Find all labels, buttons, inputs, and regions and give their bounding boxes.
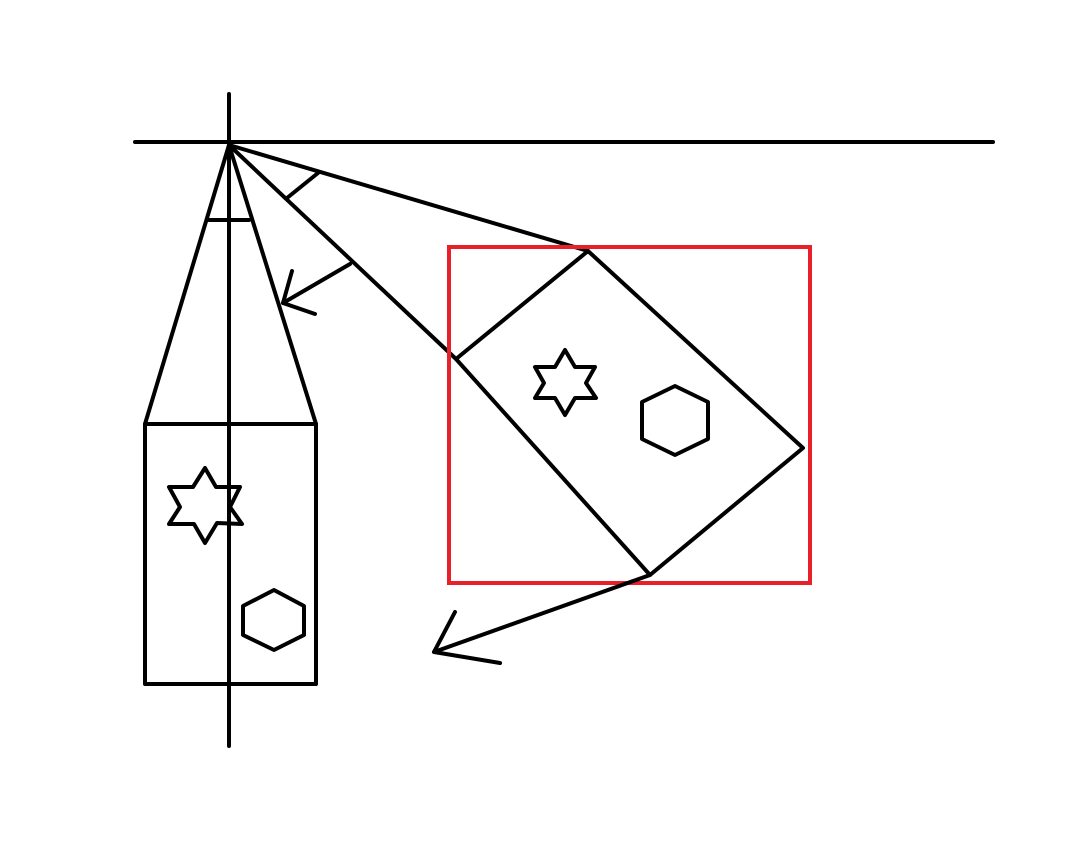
rotation-indicator — [281, 171, 352, 316]
rotated-frustum-top-edge — [227, 143, 590, 253]
rotated-frustum-left-edge — [227, 143, 458, 361]
rotated-view — [227, 143, 805, 577]
frustum-left-edge — [143, 143, 231, 426]
star-icon — [533, 348, 598, 417]
rotation-arrow-shaft — [281, 262, 352, 305]
frustum-right-edge — [227, 143, 318, 426]
rotation-arrow-head — [281, 269, 317, 316]
upright-rectangle — [143, 422, 318, 686]
hexagon-icon — [241, 588, 306, 652]
direction-arrow-shaft — [432, 573, 652, 654]
star-icon — [167, 466, 244, 545]
hexagon-icon — [640, 384, 710, 457]
rotation-angle-arc — [285, 171, 320, 200]
upright-view — [143, 143, 318, 686]
axes — [133, 92, 995, 748]
direction-arrow-head — [432, 610, 502, 665]
rotated-rectangle — [454, 249, 805, 577]
direction-arrow — [432, 573, 652, 665]
